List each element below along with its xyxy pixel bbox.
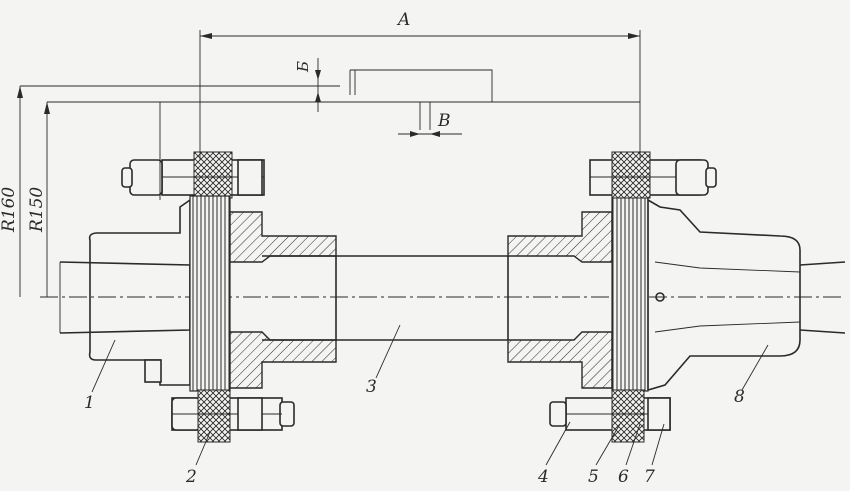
dim-label-b: Б: [294, 61, 312, 73]
part-label-6: 6: [618, 467, 629, 487]
dim-label-r160: R160: [0, 187, 19, 233]
part-label-4: 4: [537, 467, 549, 487]
dim-label-r150: R150: [27, 187, 47, 233]
part-label-5: 5: [588, 467, 599, 487]
right-disk-pack: [611, 195, 649, 392]
left-shaft: [59, 261, 191, 334]
part-label-2: 2: [185, 467, 197, 487]
part-label-7: 7: [644, 467, 655, 487]
right-shaft: [655, 261, 846, 334]
part-label-8: 8: [734, 387, 745, 407]
dim-label-v: В: [437, 111, 451, 131]
right-upper-bolt: [589, 151, 717, 199]
spacer-shaft: [262, 255, 509, 341]
right-lower-bolt: [549, 389, 671, 443]
part-label-1: 1: [84, 393, 95, 413]
left-lower-bolt: [171, 389, 295, 443]
left-upper-bolt: [121, 151, 265, 199]
leader-lines: [91, 324, 769, 466]
left-coupling-flange: [229, 211, 337, 389]
right-coupling-flange: [507, 211, 613, 389]
left-disk-pack: [189, 195, 231, 392]
dimension-lines: [17, 30, 641, 297]
part-label-3: 3: [366, 377, 377, 397]
left-hub: [88, 198, 191, 386]
right-hub: [647, 198, 801, 392]
dim-label-a: A: [396, 10, 410, 30]
